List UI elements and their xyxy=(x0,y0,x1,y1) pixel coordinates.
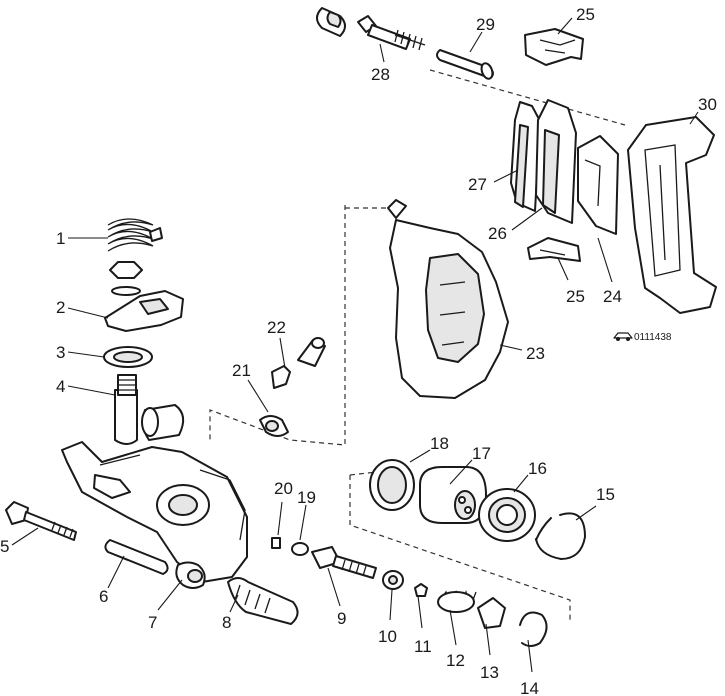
callout-23: 23 xyxy=(526,344,545,363)
callout-24: 24 xyxy=(603,287,622,306)
callout-21: 21 xyxy=(232,361,251,380)
callout-8: 8 xyxy=(222,613,231,632)
part-28-guide-bolt-and-boot xyxy=(316,7,426,51)
callout-5: 5 xyxy=(0,537,9,556)
caliper-body xyxy=(61,404,248,583)
part-30-caliper-bracket xyxy=(627,116,717,314)
part-29-guide-pin xyxy=(436,49,494,80)
part-19-o-ring xyxy=(291,542,309,556)
callout-16: 16 xyxy=(528,459,547,478)
car-wheel-left xyxy=(616,337,620,341)
callout-20: 20 xyxy=(274,479,293,498)
part-20-pin xyxy=(271,537,281,549)
callout-27: 27 xyxy=(468,175,487,194)
leader-lines xyxy=(11,17,699,673)
callout-10: 10 xyxy=(378,627,397,646)
callout-1: 1 xyxy=(56,229,65,248)
part-13-retainer xyxy=(477,597,506,629)
part-1-nut-and-washer xyxy=(109,261,143,296)
part-25-anti-rattle-spring-top xyxy=(524,28,584,66)
callout-22: 22 xyxy=(267,318,286,337)
part-21-bushing xyxy=(259,415,289,437)
callout-4: 4 xyxy=(56,377,65,396)
callout-25-bottom: 25 xyxy=(566,287,585,306)
callout-29: 29 xyxy=(476,15,495,34)
callout-labels: 1 2 3 4 5 6 7 8 9 10 11 12 13 14 15 16 1… xyxy=(0,5,717,696)
part-14-circlip xyxy=(519,611,548,647)
callout-15: 15 xyxy=(596,485,615,504)
part-15-retaining-ring xyxy=(535,512,586,560)
part-22-bleed-valve xyxy=(271,337,326,389)
callout-14: 14 xyxy=(520,679,539,696)
part-5-bolt xyxy=(5,501,77,541)
part-23-caliper-housing xyxy=(387,199,509,399)
callout-6: 6 xyxy=(99,587,108,606)
callout-17: 17 xyxy=(472,444,491,463)
part-2-lever xyxy=(104,290,184,332)
part-16-dust-boot xyxy=(478,488,536,542)
callout-19: 19 xyxy=(297,488,316,507)
car-wheel-right xyxy=(626,337,630,341)
part-6-guide-sleeve xyxy=(104,539,169,575)
callout-9: 9 xyxy=(337,609,346,628)
part-11-star-washer xyxy=(414,583,428,597)
callout-13: 13 xyxy=(480,663,499,682)
part-24-pad-with-sensor xyxy=(577,135,619,235)
part-26-brake-pad-inner xyxy=(535,99,577,224)
image-code: 0111438 xyxy=(634,332,672,343)
part-8-dust-boot xyxy=(227,577,299,625)
part-3-seal-ring xyxy=(103,346,153,368)
callout-25-top: 25 xyxy=(576,5,595,24)
callout-7: 7 xyxy=(148,613,157,632)
part-17-piston xyxy=(419,466,487,524)
callout-3: 3 xyxy=(56,343,65,362)
image-code-mark: 0111438 xyxy=(613,332,672,343)
callout-30: 30 xyxy=(698,95,717,114)
part-25-anti-rattle-spring-bottom xyxy=(527,237,581,262)
part-7-bushing xyxy=(175,561,206,589)
part-9-adjusting-screw xyxy=(311,546,377,579)
callout-2: 2 xyxy=(56,298,65,317)
callout-26: 26 xyxy=(488,224,507,243)
part-4-threaded-shaft xyxy=(114,374,138,445)
part-18-piston-seal xyxy=(369,459,415,511)
callout-18: 18 xyxy=(430,434,449,453)
part-1-spring xyxy=(107,218,163,252)
callout-11: 11 xyxy=(414,637,432,656)
callout-12: 12 xyxy=(446,651,465,670)
callout-28: 28 xyxy=(371,65,390,84)
part-10-washer xyxy=(382,570,404,590)
car-icon xyxy=(613,332,633,339)
part-12-spring xyxy=(437,589,477,613)
